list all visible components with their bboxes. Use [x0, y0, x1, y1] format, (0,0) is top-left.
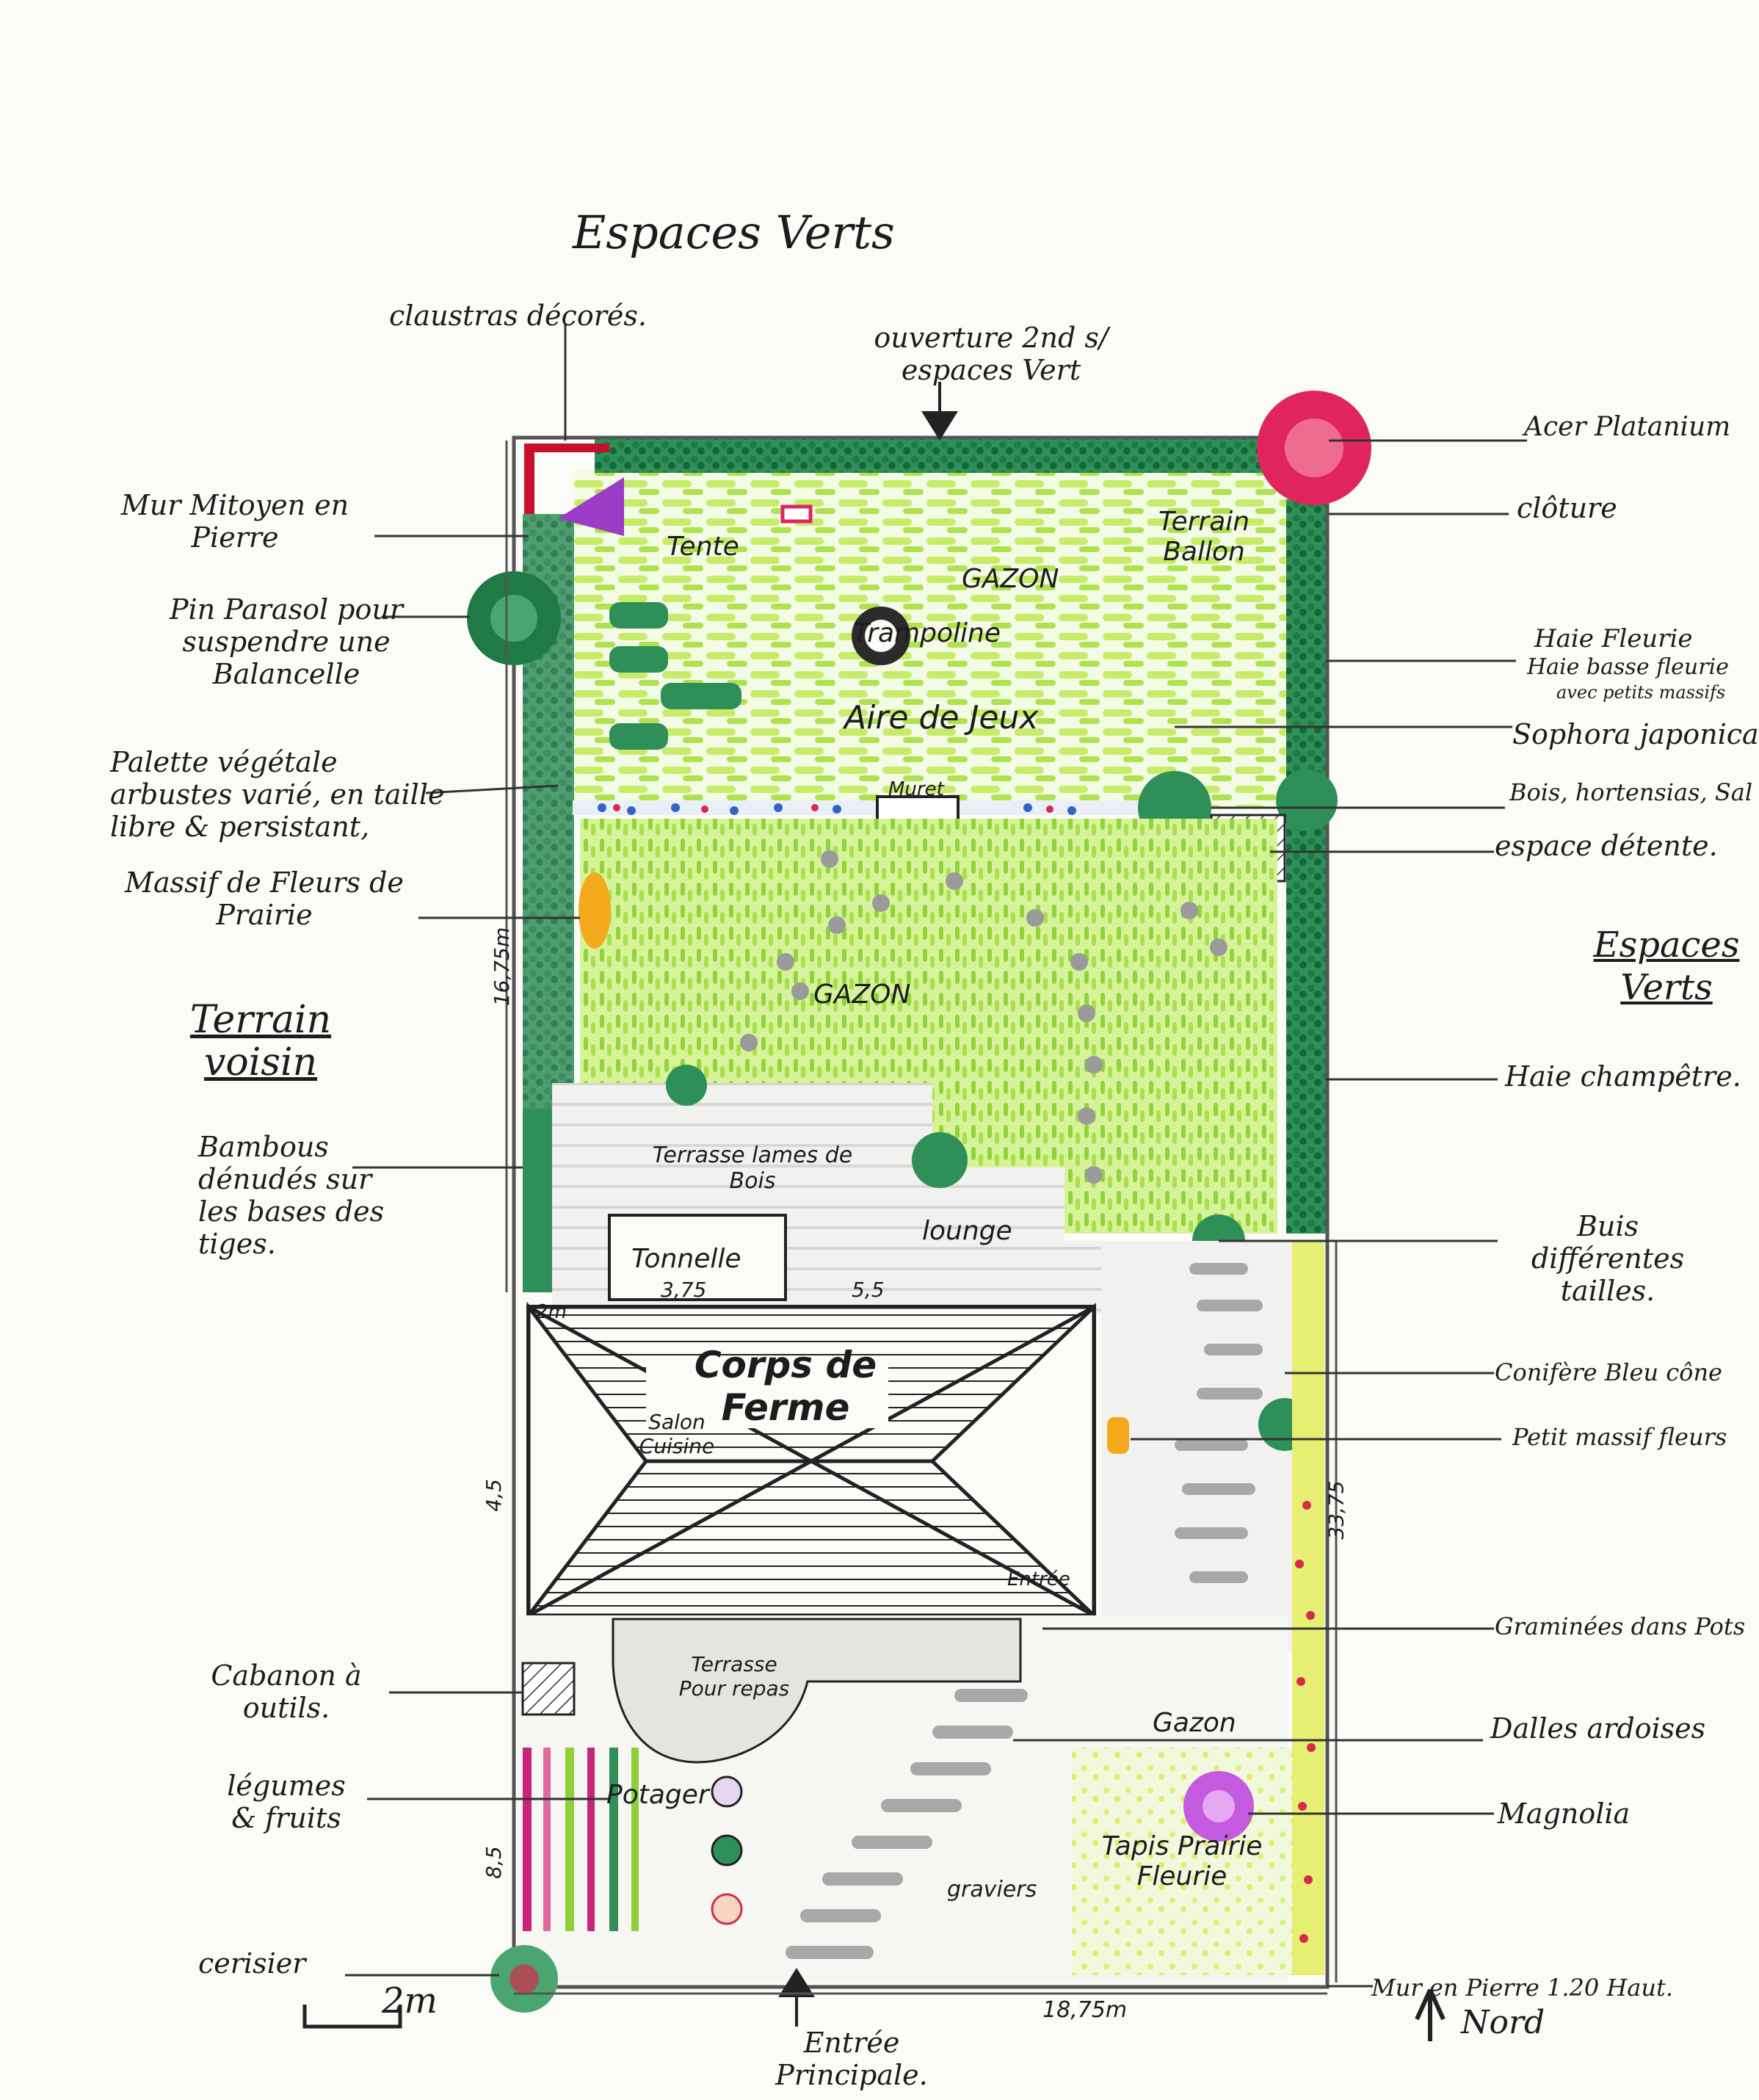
label-ouverture: ouverture 2nd s/ espaces Vert	[874, 322, 1109, 386]
plan-tonnelle: Tonnelle	[631, 1244, 741, 1274]
label-cerisier: cerisier	[198, 1947, 306, 1980]
plan-aire-jeux: Aire de Jeux	[844, 699, 1039, 736]
label-claustras: claustras décorés.	[389, 300, 647, 332]
flower-border	[573, 800, 1145, 815]
petit-massif	[1107, 1417, 1129, 1454]
plan-terrasse-bois: Terrasse lames de Bois	[652, 1143, 853, 1194]
plan-tente: Tente	[667, 532, 739, 562]
plan-terrasse-repas: Terrasse Pour repas	[678, 1652, 790, 1701]
tonnelle	[608, 1214, 787, 1301]
potager-rows	[523, 1748, 639, 1931]
label-entree-principale: Entrée Principale.	[775, 2027, 928, 2091]
label-haie-basse-sub: avec petits massifs	[1556, 682, 1726, 703]
label-mur-mitoyen: Mur Mitoyen en Pierre	[120, 489, 349, 554]
plan-trampoline: Trampoline	[853, 618, 1001, 648]
top-hedge	[595, 439, 1277, 473]
label-legumes: légumes & fruits	[227, 1770, 346, 1834]
dalles-path	[786, 1689, 1028, 1959]
label-petit-massif: Petit massif fleurs	[1512, 1423, 1727, 1451]
label-buis: Buis différentes tailles.	[1531, 1210, 1685, 1307]
label-graminees: Graminées dans Pots	[1495, 1612, 1746, 1640]
dim-house-gap: 2m	[536, 1301, 567, 1323]
dim-right: 33,75	[1324, 1480, 1349, 1540]
dim-left-mid: 4,5	[481, 1479, 506, 1512]
label-sophora: Sophora japonica.	[1512, 718, 1759, 750]
label-haie-champetre: Haie champêtre.	[1505, 1060, 1741, 1093]
label-espaces-verts-right: Espaces Verts	[1593, 924, 1740, 1008]
label-nord: Nord	[1461, 2004, 1545, 2041]
plan-potager: Potager	[606, 1780, 709, 1810]
leader-lines	[345, 323, 1527, 1988]
dim-house-w: 3,75	[661, 1278, 707, 1302]
terrain-ballon-mark	[780, 504, 813, 524]
plan-entree-maison: Entrée	[1007, 1568, 1070, 1590]
label-terrain-voisin: Terrain voisin	[189, 998, 332, 1085]
property-outline	[512, 435, 1330, 1989]
label-magnolia: Magnolia	[1498, 1797, 1631, 1830]
label-bois: Bois, hortensias, Sal	[1509, 778, 1753, 806]
middle-lawn	[580, 819, 1277, 1234]
gravel-stones	[1175, 1263, 1263, 1583]
stepping-stones	[740, 850, 1227, 1184]
label-espace-detente: espace détente.	[1495, 830, 1718, 862]
tente-shape	[558, 477, 624, 536]
label-mur-pierre: Mur en Pierre 1.20 Haut.	[1371, 1974, 1674, 2002]
label-haie-basse: Haie basse fleurie	[1527, 654, 1729, 680]
plan-terrain-ballon: Terrain Ballon	[1158, 507, 1250, 567]
plan-gazon-mid: GAZON	[813, 980, 911, 1010]
label-massif-prairie: Massif de Fleurs de Prairie	[125, 866, 404, 931]
label-acer: Acer Platanium	[1524, 412, 1731, 442]
page-title: Espaces Verts	[573, 206, 895, 259]
plan-tapis: Tapis Prairie Fleurie	[1101, 1831, 1263, 1891]
label-conifere: Conifère Bleu cône	[1495, 1358, 1722, 1386]
north-arrow	[1415, 1988, 1446, 2041]
terrasse-repas	[612, 1618, 1022, 1764]
label-scale: 2m	[382, 1980, 438, 2021]
label-cabanon: Cabanon à outils.	[211, 1659, 362, 1724]
label-dalles: Dalles ardoises	[1490, 1712, 1706, 1745]
label-bambous: Bambous dénudés sur les bases des tiges.	[198, 1131, 385, 1260]
massif-prairie	[579, 872, 611, 949]
plan-gazon-top: GAZON	[962, 564, 1059, 594]
scale-bar	[302, 2005, 402, 2029]
right-hedge	[1286, 499, 1326, 1234]
label-cloture: clôture	[1517, 492, 1617, 524]
plan-graviers: graviers	[947, 1877, 1037, 1902]
dim-left-top: 16,75m	[490, 927, 515, 1007]
plan-corps-ferme: Corps de Ferme	[694, 1344, 877, 1429]
dim-bottom: 18,75m	[1042, 1997, 1128, 2023]
plan-gazon-low: Gazon	[1153, 1708, 1236, 1738]
claustras-corner	[524, 443, 609, 514]
plan-muret: Muret	[888, 778, 944, 800]
haie-champetre-lower	[1292, 1241, 1324, 1975]
label-pin-parasol: Pin Parasol pour suspendre une Balancell…	[169, 593, 404, 690]
dim-left-low: 8,5	[481, 1846, 506, 1879]
label-palette: Palette végétale arbustes varié, en tail…	[110, 746, 445, 843]
bamboo-strip	[523, 1109, 552, 1292]
dim-house-x: 5,5	[852, 1278, 885, 1302]
plan-salon: Salon Cuisine	[639, 1410, 715, 1458]
label-haie-fleurie: Haie Fleurie	[1534, 624, 1693, 653]
plan-lounge: lounge	[922, 1216, 1012, 1246]
tapis-prairie	[1072, 1748, 1292, 1975]
play-area-lawn	[573, 470, 1292, 808]
cabanon	[521, 1662, 576, 1716]
